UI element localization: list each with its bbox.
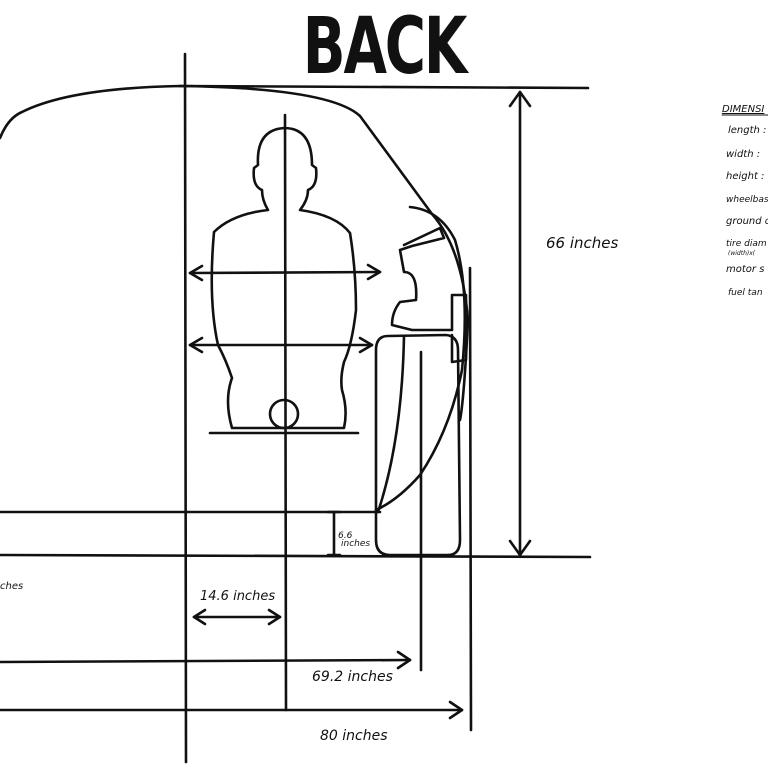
ground-clearance-value: 6.6 [338, 531, 353, 541]
height-dimension-arrow [508, 90, 532, 557]
seat-offset-arrow [192, 608, 282, 626]
overall-width-label: 80 inches [320, 728, 388, 744]
hip-point-circle [268, 398, 300, 430]
dimension-item: height : [726, 171, 764, 182]
seat-offset-label: 14.6 inches [200, 589, 275, 604]
track-width-arrow [0, 650, 412, 670]
ground-clearance-marker [326, 510, 342, 557]
dimension-item: (width)x( [728, 250, 756, 257]
dimension-item: fuel tan [728, 288, 763, 298]
wheel-hub-profile [376, 226, 468, 514]
vehicle-fender-curve [374, 205, 467, 512]
rear-tire-outline [374, 333, 462, 557]
dimensions-panel: DIMENSI length : width : height : wheelb… [721, 104, 768, 298]
vehicle-roof-outline [0, 84, 470, 422]
driver-silhouette [210, 126, 358, 430]
dimension-item: length : [728, 125, 766, 136]
dimension-item: motor s [726, 264, 764, 275]
left-cut-label: ches [0, 581, 23, 592]
dimension-item: ground cl [726, 216, 768, 227]
dimension-item: tire diam [726, 239, 767, 249]
vertical-guide-left [183, 52, 188, 764]
page-title: BACK [302, 2, 468, 92]
roof-line [178, 84, 590, 90]
track-width-label: 69.2 inches [312, 669, 393, 685]
hip-width-arrow [188, 336, 374, 354]
height-label: 66 inches [546, 234, 619, 252]
dimensions-heading: DIMENSI [722, 104, 764, 115]
dimension-item: wheelbas [726, 195, 768, 205]
ground-clearance-unit: inches [341, 539, 370, 549]
ground-line [0, 553, 592, 559]
overall-width-arrow [0, 700, 464, 720]
dimension-item: width : [726, 149, 760, 160]
shoulder-width-arrow [188, 263, 382, 282]
vertical-guide-centre [283, 113, 288, 712]
vertical-guide-outer [468, 266, 473, 732]
